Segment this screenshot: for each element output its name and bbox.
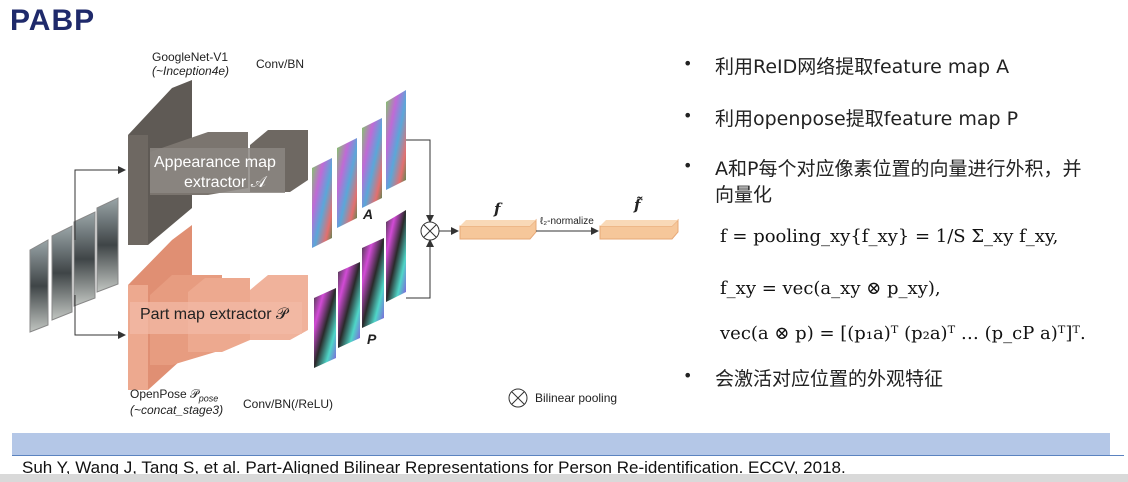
part-extractor-label: Part map extractor 𝒫 <box>140 306 288 323</box>
equation-3: vec(a ⊗ p) = [(p₁a)ᵀ (p₂a)ᵀ … (p_cP a)ᵀ]… <box>720 323 1086 344</box>
part-extractor-block <box>128 225 308 390</box>
bullet-dot: • <box>683 156 693 175</box>
bilinear-pooling-label: Bilinear pooling <box>535 391 618 405</box>
feature-maps-a <box>312 90 406 248</box>
diagram-svg <box>29 80 679 408</box>
bullet-text: A和P每个对应像素位置的向量进行外积，并向量化 <box>715 158 1082 206</box>
openpose-sub-label: (~concat_stage3) <box>130 403 224 417</box>
bullet-dot: • <box>683 54 693 73</box>
bilinear-pooling-node <box>420 221 440 241</box>
appearance-extractor-block <box>128 80 308 245</box>
bullet-dot: • <box>683 366 693 385</box>
feature-maps-p <box>314 210 406 368</box>
appearance-label-line1: Appearance map <box>154 154 276 171</box>
bullet-dot: • <box>683 106 693 125</box>
bullet-text: 利用openpose提取feature map P <box>715 108 1019 130</box>
feature-ftilde-bar <box>599 218 679 240</box>
label-a: A <box>363 206 374 222</box>
appearance-label-line2: extractor 𝒜 <box>184 174 266 191</box>
conv-bn-bottom-label: Conv/BN(/ReLU) <box>243 397 334 411</box>
bullet-text: 利用ReID网络提取feature map A <box>715 56 1010 78</box>
googlenet-label: GoogleNet-V1 <box>152 50 229 64</box>
equation-1: f = pooling_xy{f_xy} = 1/S Σ_xy f_xy, <box>720 226 1059 247</box>
label-ftilde: f̃ <box>634 196 641 214</box>
slide-title: PABP <box>10 4 96 37</box>
openpose-name: OpenPose 𝒫 <box>130 387 199 401</box>
bullet-text: 会激活对应位置的外观特征 <box>715 368 944 390</box>
video-control-strip <box>0 474 1128 482</box>
l2-normalize-label: ℓ₂-normalize <box>540 216 594 227</box>
architecture-diagram: GoogleNet-V1 (~Inception4e) Conv/BN Appe… <box>0 40 690 420</box>
feature-f-bar <box>459 218 537 240</box>
reference-bar <box>12 433 1110 455</box>
openpose-label: OpenPose 𝒫pose <box>130 387 218 403</box>
label-p: P <box>367 331 377 347</box>
googlenet-sub-label: (~Inception4e) <box>152 64 230 78</box>
conv-bn-top-label: Conv/BN <box>256 57 305 71</box>
label-f: f <box>494 200 501 218</box>
equation-2: f_xy = vec(a_xy ⊗ p_xy), <box>720 278 941 299</box>
openpose-subscript: pose <box>198 393 219 404</box>
bilinear-legend-icon <box>508 388 528 408</box>
reference-divider <box>12 455 1124 456</box>
input-images <box>29 197 119 333</box>
reference-citation: Suh Y, Wang J, Tang S, et al. Part-Align… <box>22 458 846 477</box>
